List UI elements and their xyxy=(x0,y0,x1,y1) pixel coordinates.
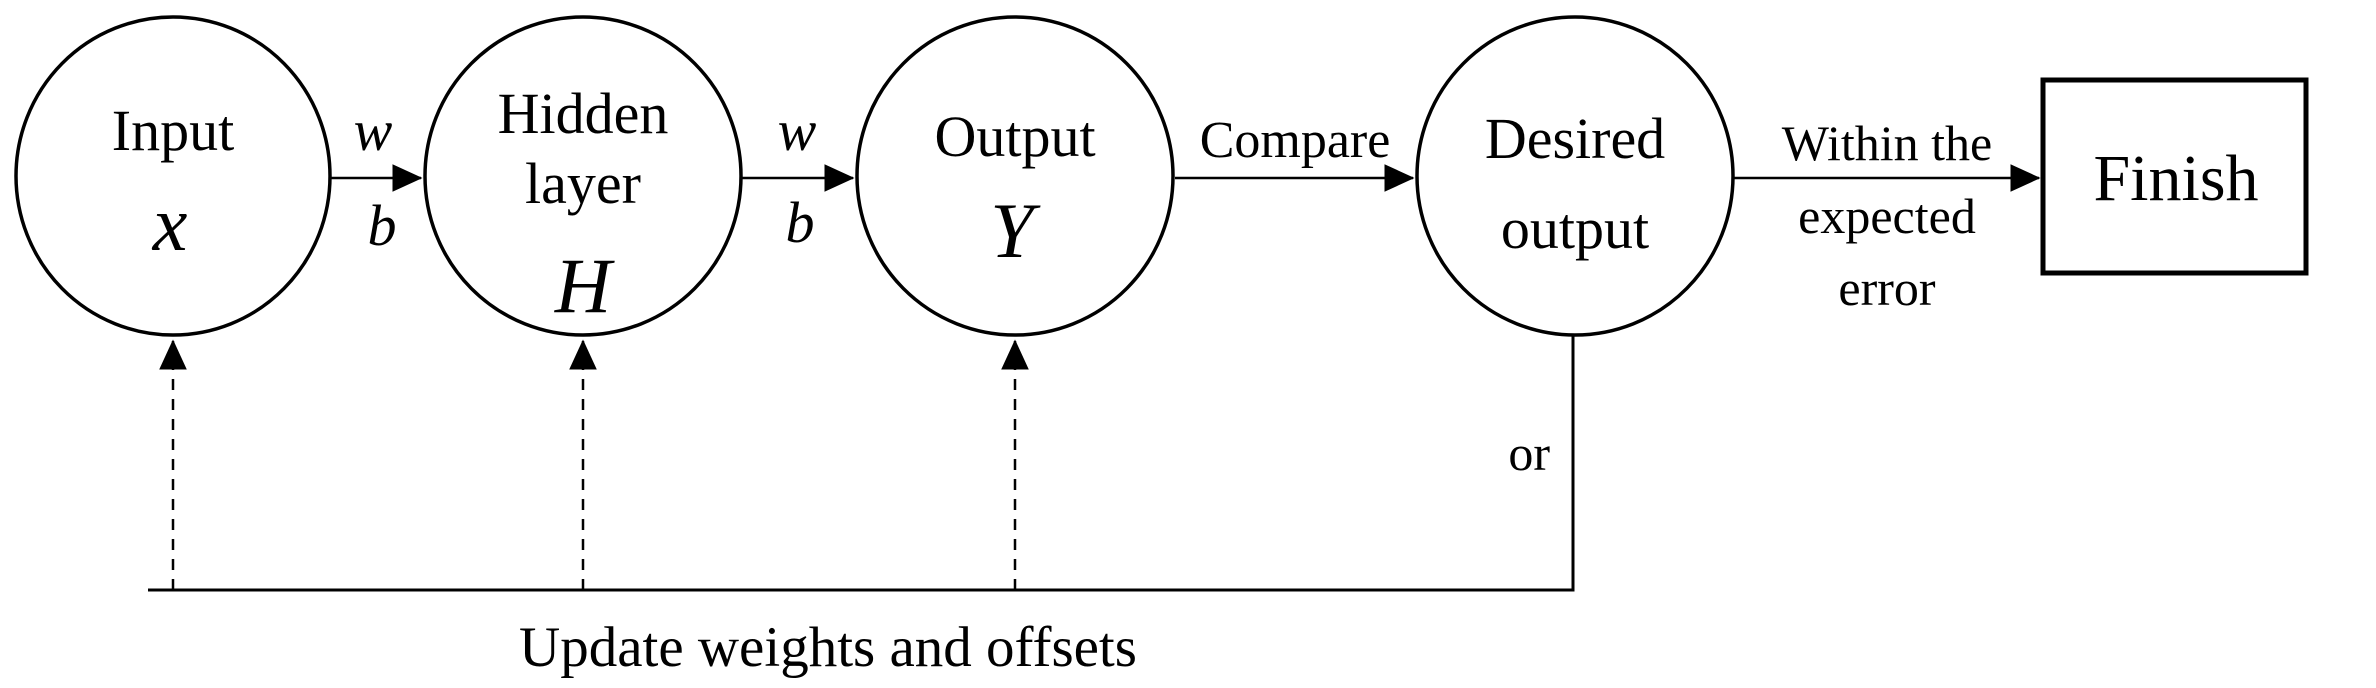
hidden-node-label-line1: Hidden xyxy=(498,81,669,146)
bias-label-1: b xyxy=(368,193,397,258)
output-symbol: Y xyxy=(990,187,1041,274)
desired-node-label-line2: output xyxy=(1501,196,1649,261)
output-node-label: Output xyxy=(934,104,1095,169)
input-symbol: x xyxy=(152,180,188,267)
finish-node-label: Finish xyxy=(2093,142,2258,215)
hidden-layer-node-circle xyxy=(423,15,743,337)
finish-node-box xyxy=(2040,77,2309,276)
weight-label-1: w xyxy=(354,98,393,163)
input-node-circle xyxy=(14,15,332,337)
desired-output-node-circle xyxy=(1415,15,1735,337)
bias-label-2: b xyxy=(786,190,815,255)
within-caption-line2: expected xyxy=(1798,188,1976,244)
within-caption-line1: Within the xyxy=(1782,115,1992,171)
compare-caption: Compare xyxy=(1200,112,1391,169)
hidden-symbol: H xyxy=(554,242,615,329)
update-weights-caption: Update weights and offsets xyxy=(519,616,1137,679)
or-caption: or xyxy=(1508,425,1550,481)
hidden-node-label-line2: layer xyxy=(525,151,641,216)
output-node-circle xyxy=(855,15,1175,337)
desired-node-label-line1: Desired xyxy=(1485,106,1665,171)
input-node-label: Input xyxy=(112,98,234,163)
weight-label-2: w xyxy=(778,98,817,163)
feedback-path xyxy=(148,336,1575,592)
within-caption-line3: error xyxy=(1838,260,1935,316)
